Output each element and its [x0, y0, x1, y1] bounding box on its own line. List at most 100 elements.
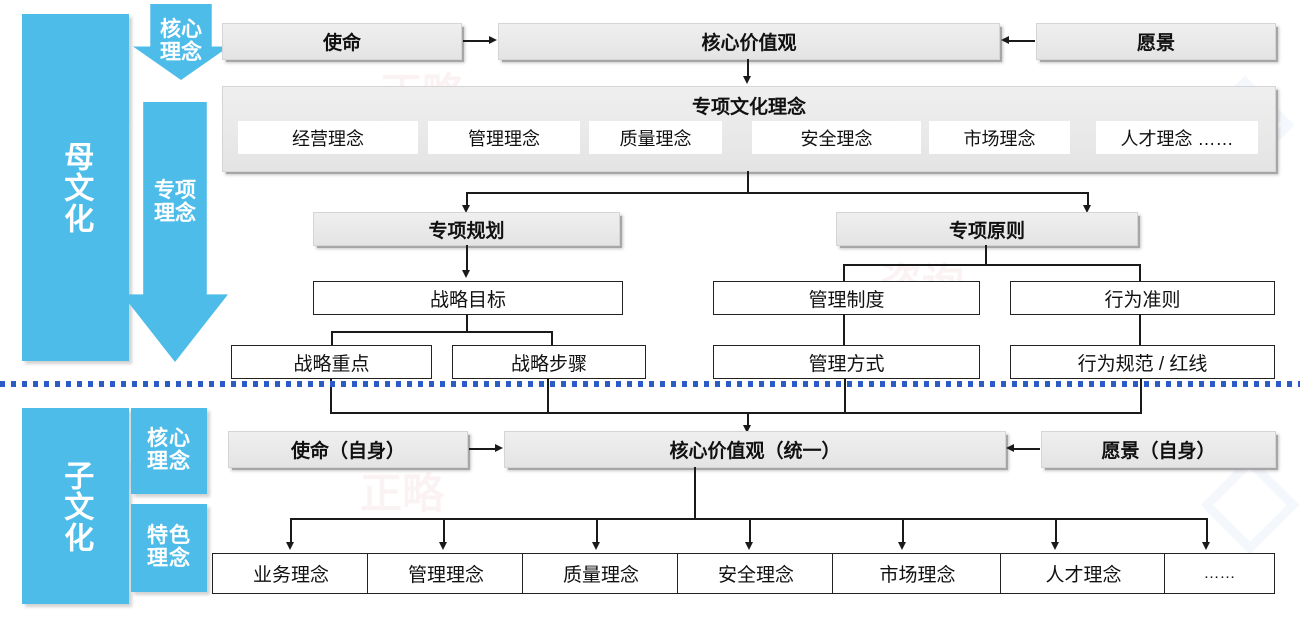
- child-concept-box[interactable]: 业务理念: [212, 553, 370, 594]
- strategy-steps-box[interactable]: 战略步骤: [452, 345, 646, 379]
- special-culture-header: 专项文化理念: [691, 97, 806, 118]
- child-concept-label: 安全理念: [717, 565, 794, 586]
- connector-code-down: [1139, 314, 1141, 346]
- child-mission-box[interactable]: 使命（自身）: [228, 431, 468, 468]
- child-concept-label: 市场理念: [879, 565, 956, 586]
- behavior-code-label: 行为准则: [1104, 289, 1181, 311]
- special-culture-item[interactable]: 经营理念: [238, 121, 418, 154]
- connector-child-7: [1206, 518, 1208, 544]
- strategy-focus-label: 战略重点: [293, 353, 370, 375]
- core-values-label: 核心价值观: [701, 33, 797, 54]
- child-concept-box[interactable]: 人才理念: [1000, 553, 1167, 594]
- arrow-down-icon: [1051, 542, 1059, 550]
- connector-principles-split: [843, 264, 1140, 266]
- strategy-goal-label: 战略目标: [429, 289, 506, 311]
- special-principles-box[interactable]: 专项原则: [836, 212, 1138, 246]
- parent-culture-sidebar: 母文化: [22, 14, 129, 361]
- behavior-code-box[interactable]: 行为准则: [1010, 281, 1275, 315]
- special-culture-item[interactable]: 市场理念: [929, 121, 1070, 154]
- management-method-box[interactable]: 管理方式: [713, 345, 980, 379]
- connector-child-vision-to-values: [1010, 448, 1040, 450]
- mission-box[interactable]: 使命: [222, 23, 462, 60]
- connector-values-down: [747, 59, 749, 78]
- parent-culture-label: 母文化: [59, 141, 93, 234]
- special-culture-item-label: 市场理念: [963, 128, 1036, 149]
- connector-merge-bar: [330, 412, 1142, 414]
- arrow-down-icon: [462, 270, 470, 278]
- connector-norms-down: [1140, 378, 1142, 414]
- connector-child-fan-bar: [290, 518, 1207, 520]
- behavior-norms-label: 行为规范 / 红线: [1077, 353, 1208, 375]
- connector-goal-split: [331, 331, 552, 333]
- special-culture-item[interactable]: 质量理念: [589, 121, 722, 154]
- child-core-values-box[interactable]: 核心价值观（统一）: [504, 431, 1006, 468]
- connector-child-2: [443, 518, 445, 544]
- arrow-down-icon: [1083, 205, 1091, 213]
- core-concept-arrow-label: 核心理念: [160, 18, 202, 64]
- management-system-label: 管理制度: [808, 289, 885, 311]
- child-concept-box[interactable]: 安全理念: [677, 553, 835, 594]
- arrow-down-icon: [439, 542, 447, 550]
- arrow-right-icon: [495, 444, 503, 452]
- connector-system-down: [843, 314, 845, 346]
- child-concept-box[interactable]: 市场理念: [832, 553, 1003, 594]
- strategy-goal-box[interactable]: 战略目标: [313, 281, 623, 315]
- child-concept-label: 业务理念: [252, 565, 329, 586]
- connector-to-principles: [1087, 192, 1089, 208]
- child-concept-box[interactable]: 质量理念: [522, 553, 680, 594]
- child-core-concept-label: 核心理念: [147, 427, 191, 473]
- connector-to-steps: [551, 331, 553, 346]
- arrow-down-icon: [743, 76, 751, 84]
- connector-to-planning: [466, 192, 468, 208]
- watermark-text: 正略: [360, 470, 445, 517]
- connector-child-3: [596, 518, 598, 544]
- connector-panel-split: [466, 192, 1088, 194]
- special-planning-label: 专项规划: [428, 220, 505, 242]
- arrow-down-icon: [745, 542, 753, 550]
- child-culture-label: 子文化: [59, 459, 93, 553]
- connector-planning-down: [466, 245, 468, 271]
- strategy-steps-label: 战略步骤: [510, 353, 587, 375]
- mission-label: 使命: [322, 33, 361, 54]
- child-concept-box[interactable]: ……: [1164, 553, 1275, 594]
- section-divider: [0, 381, 1300, 387]
- connector-merge-down: [747, 412, 749, 427]
- child-concept-box[interactable]: 管理理念: [367, 553, 525, 594]
- child-vision-box[interactable]: 愿景（自身）: [1041, 431, 1276, 468]
- arrow-down-icon: [286, 542, 294, 550]
- connector-child-4: [749, 518, 751, 544]
- core-values-box[interactable]: 核心价值观: [498, 23, 1000, 60]
- connector-principles-down: [985, 245, 987, 265]
- child-concept-label: ……: [1203, 564, 1236, 582]
- arrow-down-icon: [592, 542, 600, 550]
- connector-child-values-down: [694, 467, 696, 519]
- special-culture-item[interactable]: 人才理念 ……: [1096, 121, 1258, 154]
- arrow-down-icon: [462, 205, 470, 213]
- connector-child-5: [902, 518, 904, 544]
- arrow-right-icon: [489, 36, 497, 44]
- child-feature-concept-tag: 特色理念: [131, 504, 207, 592]
- child-concept-label: 质量理念: [562, 565, 639, 586]
- management-system-box[interactable]: 管理制度: [713, 281, 980, 315]
- arrow-left-icon: [1006, 444, 1014, 452]
- special-principles-label: 专项原则: [948, 220, 1025, 242]
- vision-label: 愿景: [1136, 33, 1175, 54]
- arrow-down-icon: [1202, 542, 1210, 550]
- behavior-norms-box[interactable]: 行为规范 / 红线: [1010, 345, 1275, 379]
- arrow-down-icon: [743, 425, 751, 433]
- special-culture-item[interactable]: 安全理念: [752, 121, 921, 154]
- special-culture-item-label: 安全理念: [800, 128, 873, 149]
- special-planning-box[interactable]: 专项规划: [313, 212, 620, 246]
- connector-child-1: [290, 518, 292, 544]
- strategy-focus-box[interactable]: 战略重点: [231, 345, 432, 379]
- child-mission-label: 使命（自身）: [290, 441, 405, 462]
- connector-to-focus: [331, 331, 333, 346]
- connector-child-6: [1055, 518, 1057, 544]
- child-culture-sidebar: 子文化: [22, 408, 129, 604]
- special-culture-item[interactable]: 管理理念: [428, 121, 580, 154]
- arrow-down-icon: [898, 542, 906, 550]
- watermark-diamond: [1200, 455, 1300, 555]
- special-culture-item-label: 质量理念: [619, 128, 692, 149]
- management-method-label: 管理方式: [808, 353, 885, 375]
- vision-box[interactable]: 愿景: [1036, 23, 1276, 60]
